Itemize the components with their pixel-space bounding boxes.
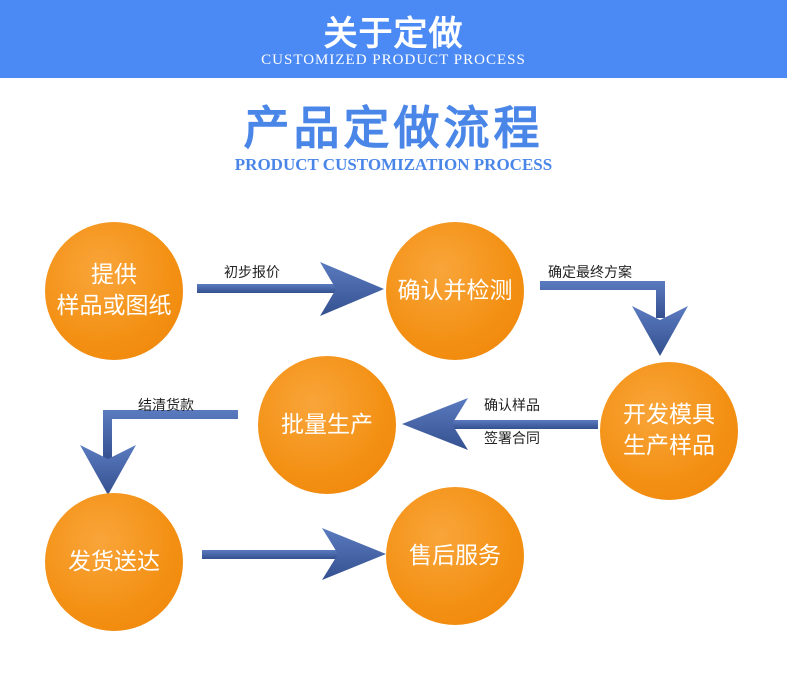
header-banner: 关于定做 CUSTOMIZED PRODUCT PROCESS bbox=[0, 0, 787, 78]
step-mass-production-label: 批量生产 bbox=[281, 411, 373, 438]
arrow-left-down bbox=[80, 410, 238, 495]
arrow-label-confirm-sample: 确认样品 bbox=[484, 398, 540, 414]
section-subtitle: PRODUCT CUSTOMIZATION PROCESS bbox=[234, 155, 553, 174]
header-subtitle: CUSTOMIZED PRODUCT PROCESS bbox=[261, 52, 526, 68]
step-confirm-test-label: 确认并检测 bbox=[397, 277, 513, 304]
step-develop-mold-line1: 开发模具 bbox=[623, 402, 715, 428]
arrow-right-1 bbox=[197, 262, 384, 316]
step-develop-mold-line2: 生产样品 bbox=[623, 433, 715, 459]
step-delivery: 发货送达 bbox=[45, 493, 183, 631]
header-title: 关于定做 bbox=[323, 14, 464, 54]
step-provide-samples-line2: 样品或图纸 bbox=[56, 293, 172, 319]
arrow-label-quote: 初步报价 bbox=[224, 265, 280, 281]
arrow-left-1 bbox=[402, 398, 598, 450]
step-develop-mold: 开发模具 生产样品 bbox=[600, 362, 738, 500]
step-after-sales-label: 售后服务 bbox=[409, 542, 501, 569]
step-provide-samples: 提供 样品或图纸 bbox=[45, 222, 183, 360]
step-after-sales: 售后服务 bbox=[386, 487, 524, 625]
arrow-label-settle-payment: 结清货款 bbox=[138, 398, 194, 414]
arrow-right-2 bbox=[202, 528, 386, 580]
arrow-label-sign-contract: 签署合同 bbox=[484, 431, 540, 447]
step-delivery-label: 发货送达 bbox=[68, 548, 160, 575]
step-provide-samples-line1: 提供 bbox=[91, 262, 137, 288]
arrow-label-confirm-plan: 确定最终方案 bbox=[548, 265, 632, 281]
section-title: 产品定做流程 bbox=[243, 101, 544, 155]
arrow-right-down bbox=[540, 281, 688, 356]
step-mass-production: 批量生产 bbox=[258, 356, 396, 494]
step-confirm-test: 确认并检测 bbox=[386, 222, 524, 360]
